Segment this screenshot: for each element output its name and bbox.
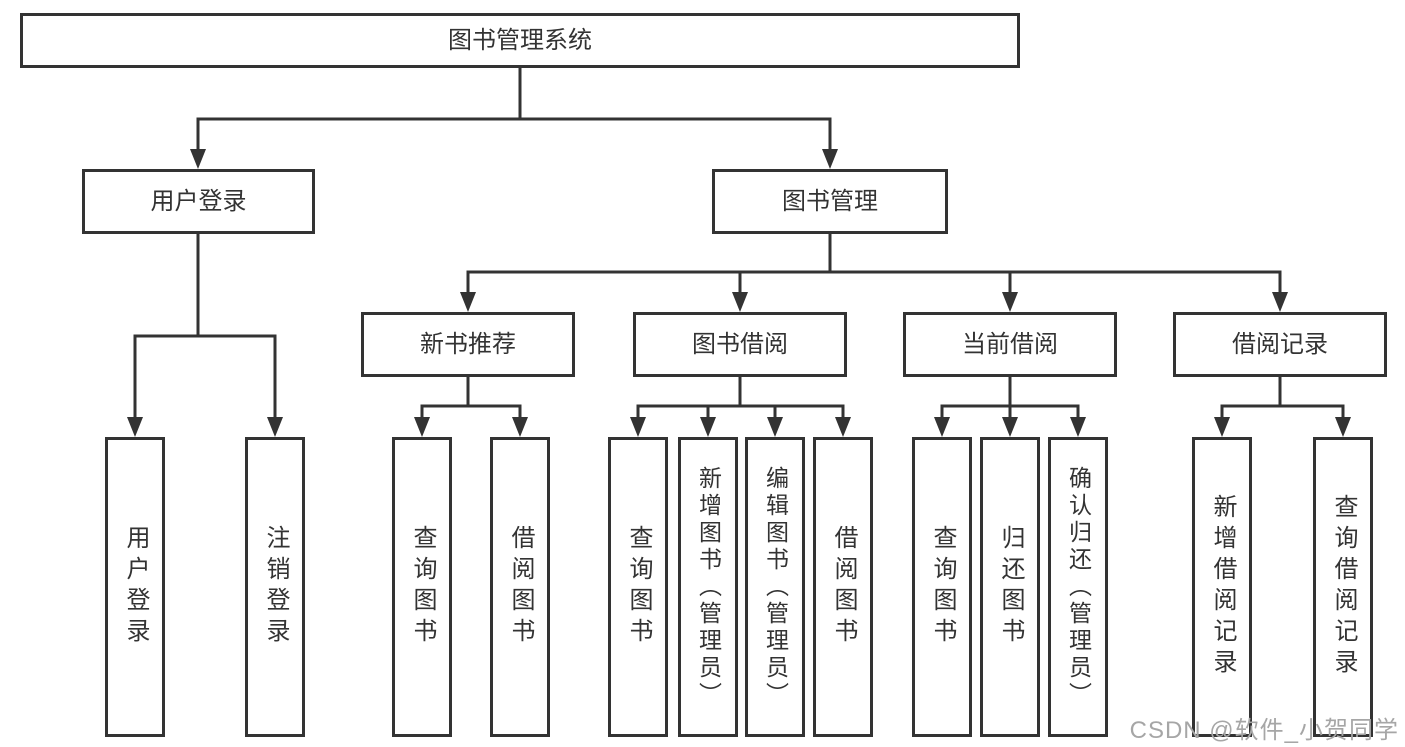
- node-root-system: 图书管理系统: [20, 13, 1020, 68]
- node-records-add-record: 新增借阅记录: [1192, 437, 1252, 737]
- node-borrow-borrow-books: 借阅图书: [813, 437, 873, 737]
- node-user-login-action: 用户登录: [105, 437, 165, 737]
- node-borrow-query-books: 查询图书: [608, 437, 668, 737]
- node-recommend-borrow-books: 借阅图书: [490, 437, 550, 737]
- node-borrow-edit-books-admin: 编辑图书（管理员）: [745, 437, 805, 737]
- node-current-query-books: 查询图书: [912, 437, 972, 737]
- connector-trunks: [133, 68, 1345, 408]
- node-borrow-records: 借阅记录: [1173, 312, 1387, 377]
- node-user-login: 用户登录: [82, 169, 315, 234]
- node-book-borrow: 图书借阅: [633, 312, 847, 377]
- node-current-return-books: 归还图书: [980, 437, 1040, 737]
- csdn-watermark: CSDN @软件_小贺同学: [1129, 717, 1399, 744]
- node-logout-action: 注销登录: [245, 437, 305, 737]
- node-borrow-add-books-admin: 新增图书（管理员）: [678, 437, 738, 737]
- node-records-query-record: 查询借阅记录: [1313, 437, 1373, 737]
- connector-arrows: [127, 119, 1351, 437]
- node-new-book-recommend: 新书推荐: [361, 312, 575, 377]
- node-current-confirm-return-admin: 确认归还（管理员）: [1048, 437, 1108, 737]
- node-current-borrow: 当前借阅: [903, 312, 1117, 377]
- node-book-management: 图书管理: [712, 169, 948, 234]
- node-recommend-query-books: 查询图书: [392, 437, 452, 737]
